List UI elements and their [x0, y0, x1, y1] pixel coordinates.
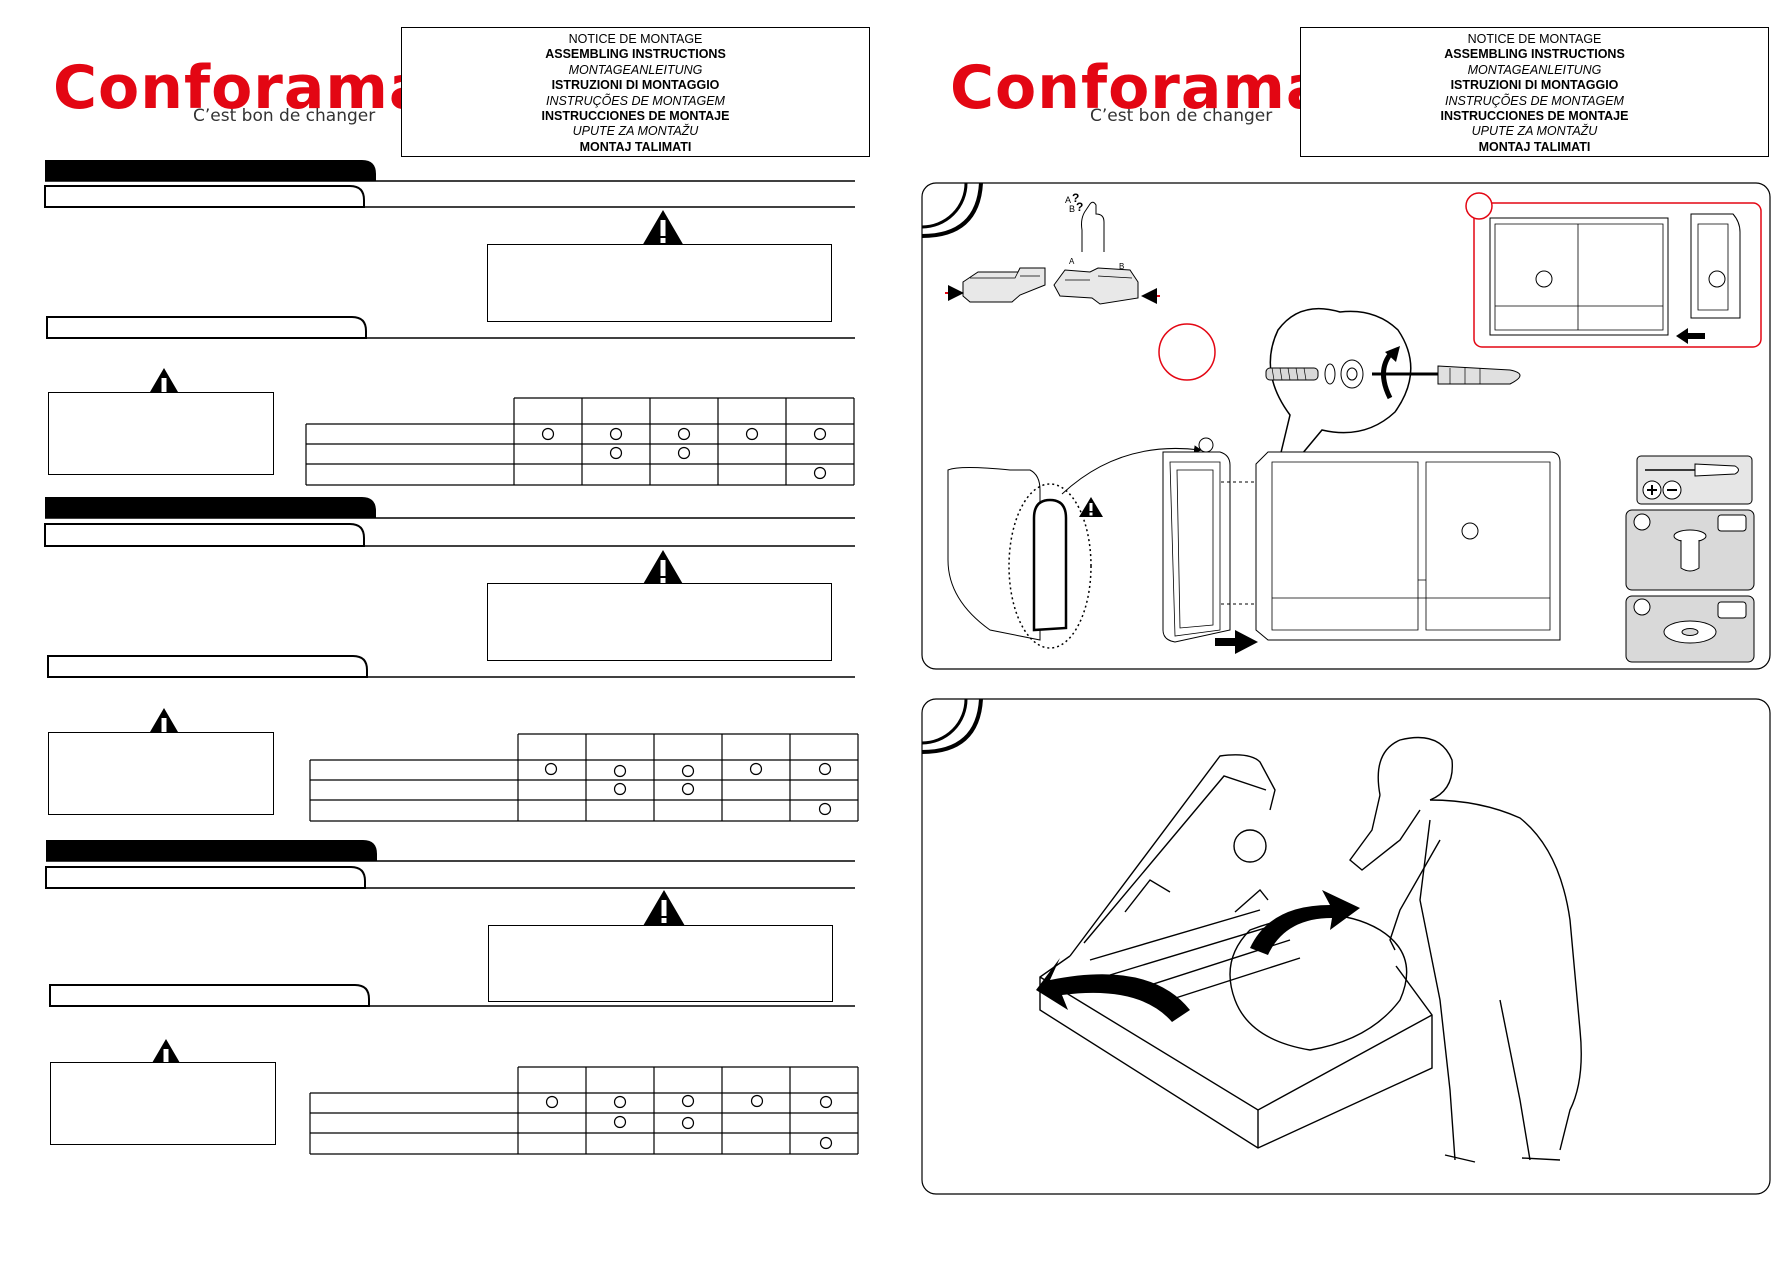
notice-line-tr: MONTAJ TALIMATI: [579, 139, 692, 154]
bolt-detail-bubble: [1265, 307, 1521, 491]
section-3-subheader: [49, 984, 855, 1007]
parts-grid-1: [305, 397, 855, 486]
section-1-subheader: [46, 316, 855, 339]
brand-tagline: C’est bon de changer: [193, 106, 376, 126]
notice-line-pt: INSTRUÇÕES DE MONTAGEM: [546, 93, 725, 108]
sofa-frame-illustration: [1255, 451, 1561, 641]
warning-note-box: [48, 732, 274, 815]
step-1-panel: A B A ? B ?: [921, 182, 1771, 670]
notice-line-it: ISTRUZIONI DI MONTAGGIO: [1450, 78, 1619, 93]
detail-inset: [1465, 192, 1762, 348]
section-3-header: [45, 840, 855, 889]
notice-line-en: ASSEMBLING INSTRUCTIONS: [1444, 47, 1625, 62]
storage-base-illustration: [1039, 754, 1433, 1149]
arrow-icon: [1036, 958, 1190, 1022]
brand-logo: Conforama: [950, 53, 1328, 123]
notice-line-fr: NOTICE DE MONTAGE: [1467, 32, 1602, 46]
inset-letter-a: A: [1065, 195, 1071, 205]
arrow-icon: [1215, 630, 1258, 654]
step-badge: [921, 698, 968, 745]
notice-line-pt: INSTRUÇÕES DE MONTAGEM: [1445, 93, 1624, 108]
warning-note-box: [487, 244, 832, 322]
inset-letter-b: B: [1119, 262, 1124, 271]
step-badge: [921, 182, 968, 229]
brand-logo: Conforama: [53, 53, 431, 123]
notice-line-hr: UPUTE ZA MONTAŽU: [572, 124, 699, 139]
notice-line-de: MONTAGEANLEITUNG: [1467, 62, 1602, 77]
section-2-subheader: [47, 655, 855, 678]
notice-title-box: NOTICE DE MONTAGE ASSEMBLING INSTRUCTION…: [1300, 27, 1769, 157]
warning-note-box: [487, 583, 832, 661]
person-illustration: [1349, 736, 1582, 1163]
question-mark: ?: [1076, 200, 1083, 214]
step-2-panel: [921, 698, 1771, 1195]
arrow-icon: [1250, 890, 1360, 955]
notice-title-box: NOTICE DE MONTAGE ASSEMBLING INSTRUCTION…: [401, 27, 870, 157]
warning-note-box: [50, 1062, 276, 1145]
notice-line-tr: MONTAJ TALIMATI: [1478, 139, 1591, 154]
section-2-header: [44, 497, 855, 547]
brand-tagline: C’est bon de changer: [1090, 106, 1273, 126]
section-1-header: [44, 160, 855, 208]
notice-line-en: ASSEMBLING INSTRUCTIONS: [545, 47, 726, 62]
parts-grid-2: [309, 733, 859, 822]
notice-line-hr: UPUTE ZA MONTAŽU: [1471, 124, 1598, 139]
detail-marker-circle: [1158, 323, 1216, 381]
inset-letter-a: A: [1069, 257, 1075, 266]
warning-note-box: [488, 925, 833, 1002]
part-screw-box: [1625, 509, 1755, 591]
question-mark: ?: [1072, 191, 1079, 205]
notice-line-it: ISTRUZIONI DI MONTAGGIO: [551, 78, 720, 93]
notice-line-es: INSTRUCCIONES DE MONTAJE: [1440, 109, 1629, 124]
arrow-icon: [1676, 328, 1705, 344]
armrest-illustration: [947, 445, 1202, 649]
notice-line-de: MONTAGEANLEITUNG: [568, 62, 703, 77]
inset-letter-b: B: [1069, 204, 1075, 214]
tool-screwdriver-box: [1636, 455, 1753, 505]
left-page-sections: [44, 160, 855, 1075]
warning-note-box: [48, 392, 274, 475]
side-panel-illustration: [1162, 437, 1262, 654]
notice-line-es: INSTRUCCIONES DE MONTAJE: [541, 109, 730, 124]
notice-line-fr: NOTICE DE MONTAGE: [568, 32, 703, 46]
orientation-inset: A B A ? B ?: [945, 191, 1160, 305]
part-washer-box: [1625, 595, 1755, 663]
parts-grid-3: [309, 1066, 859, 1155]
